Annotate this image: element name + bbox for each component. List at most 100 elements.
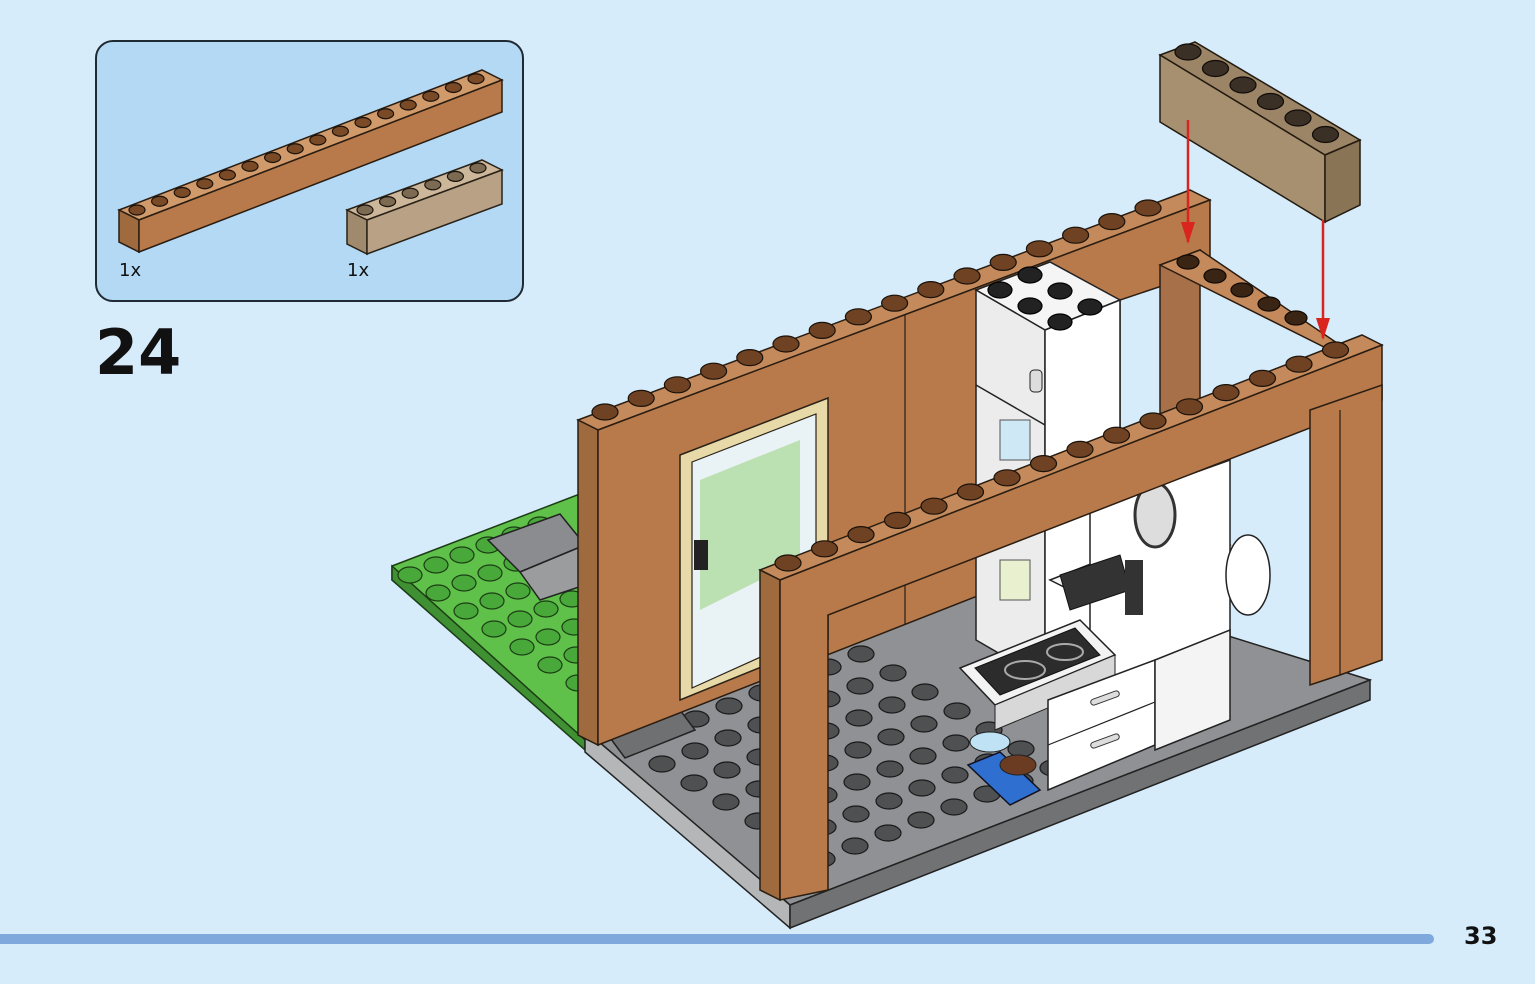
stud: [920, 497, 948, 515]
stud: [847, 525, 875, 544]
burner-1: [1004, 660, 1046, 680]
stud: [446, 170, 464, 182]
new-brick-1x6: [1158, 41, 1362, 224]
stud: [1284, 109, 1312, 127]
stud: [943, 702, 971, 720]
stud: [911, 683, 939, 701]
stud: [196, 178, 214, 190]
stove: [958, 619, 1117, 731]
stud: [1017, 297, 1043, 315]
progress-bar: [0, 934, 1434, 944]
fridge-handle: [1029, 369, 1043, 393]
stud: [1256, 92, 1285, 111]
stud: [1321, 341, 1350, 359]
stud: [1098, 213, 1126, 231]
stud: [309, 134, 327, 146]
stud: [907, 811, 935, 829]
stud: [699, 362, 728, 380]
stud: [941, 766, 969, 784]
stud: [1017, 266, 1043, 284]
stud: [469, 162, 487, 174]
stud: [810, 540, 839, 558]
stud: [1311, 125, 1340, 144]
stud: [1203, 268, 1227, 284]
stud: [1284, 310, 1308, 326]
stud: [880, 294, 909, 312]
stud: [264, 151, 282, 164]
part-quantity-1: 1x: [119, 260, 142, 281]
stud: [680, 774, 708, 792]
stud: [1174, 43, 1202, 61]
stud: [507, 610, 533, 628]
fridge-sticker: [999, 419, 1031, 461]
stud: [533, 600, 559, 618]
stud: [591, 403, 619, 421]
parts-illustration: [117, 69, 504, 256]
stud: [1212, 384, 1240, 402]
stud: [989, 253, 1017, 271]
part-quantity-2: 1x: [347, 260, 370, 281]
down-arrow-icon: [1316, 220, 1330, 340]
stud: [845, 709, 873, 727]
stud: [1029, 455, 1058, 473]
toilet: [1225, 534, 1271, 616]
stud: [331, 125, 349, 137]
stud: [1047, 313, 1073, 331]
stud: [1047, 282, 1073, 300]
stud: [241, 160, 259, 172]
stud: [876, 760, 904, 778]
stud: [993, 469, 1021, 487]
stud: [424, 179, 442, 191]
stud: [1061, 226, 1090, 244]
stud: [477, 564, 503, 582]
page-number: 33: [1464, 922, 1498, 950]
stud: [953, 267, 981, 285]
stud: [1139, 412, 1167, 430]
stud: [286, 143, 304, 155]
stud: [942, 734, 970, 752]
stud: [846, 677, 874, 695]
burner-2: [1046, 643, 1084, 661]
stud: [173, 186, 191, 199]
stud: [401, 187, 419, 199]
stud: [627, 389, 655, 407]
stud: [1230, 282, 1254, 298]
faucet: [1125, 560, 1143, 615]
stud: [847, 645, 875, 663]
fridge-sticker-2: [999, 559, 1031, 601]
stud: [843, 773, 871, 791]
stud: [467, 73, 485, 85]
stud: [774, 554, 802, 572]
stud: [356, 204, 374, 216]
stud: [908, 779, 936, 797]
stud: [713, 761, 741, 779]
stud: [422, 90, 440, 102]
stud: [1007, 740, 1035, 758]
stud: [1248, 369, 1277, 387]
stud: [1257, 296, 1281, 312]
stud: [712, 793, 740, 811]
stud: [736, 349, 764, 367]
stud: [150, 195, 169, 207]
stud: [1229, 76, 1257, 94]
stud: [218, 169, 236, 181]
stud: [917, 281, 945, 299]
stud: [772, 335, 800, 353]
stud: [453, 602, 479, 620]
stud: [808, 321, 836, 339]
stud: [354, 116, 372, 129]
stud: [987, 281, 1013, 299]
stud: [875, 792, 903, 810]
kitchen-counter: [1048, 458, 1232, 702]
stud: [397, 566, 423, 584]
stud: [844, 741, 872, 759]
stud: [877, 728, 905, 746]
step-number: 24: [95, 316, 182, 389]
stud: [399, 99, 417, 111]
stud: [1066, 440, 1094, 458]
stud: [423, 556, 449, 574]
stud: [451, 574, 477, 592]
front-wall-frame: [758, 334, 1384, 902]
stud: [910, 715, 938, 733]
stud: [715, 697, 743, 715]
